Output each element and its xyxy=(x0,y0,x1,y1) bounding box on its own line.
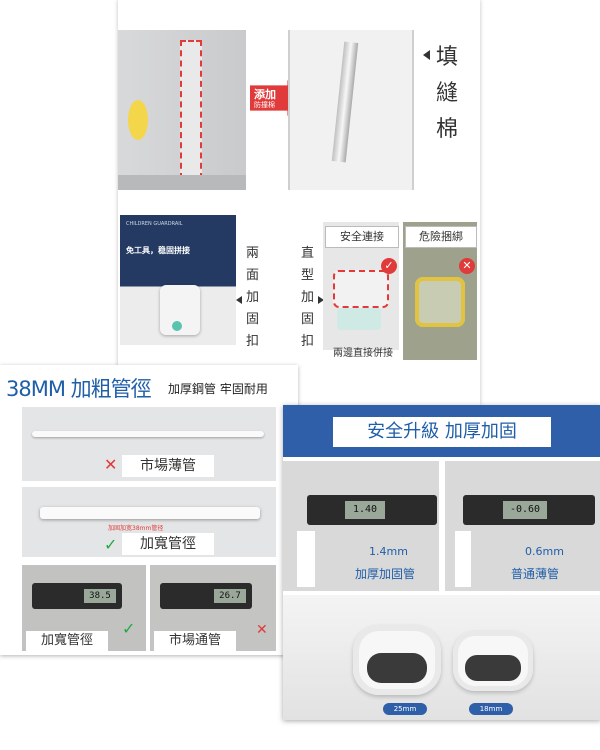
thin-tube-stub xyxy=(455,531,471,587)
gauge-right-reading: 26.7 xyxy=(214,589,246,603)
both-side-direct-label: 兩邊直接併接 xyxy=(333,348,393,359)
market-normal-label: 市場通管 xyxy=(154,631,236,651)
safe-connect-label: 安全連接 xyxy=(325,226,399,248)
thick-tube-stub xyxy=(297,531,315,587)
tied-poles xyxy=(415,277,465,327)
market-thin-label: 市場薄管 xyxy=(122,455,214,477)
heading-main: 38MM 加粗管徑 xyxy=(6,377,152,401)
caliper-right: 26.7 xyxy=(160,583,252,609)
thin-size-text: 0.6mm xyxy=(525,545,564,558)
cross-icon: ✕ xyxy=(104,455,118,474)
reinforce-note: 加固加宽38mm管径 xyxy=(108,525,164,532)
tube-narrow-hole xyxy=(465,655,521,681)
top-product-panel: 添加 防撞棉 填縫棉 CHILDREN GUARDRAIL 免工具，稳固拼接 兩… xyxy=(118,0,480,405)
fill-cotton-label: 填縫棉 xyxy=(436,45,459,142)
gauge-left-reading: 38.5 xyxy=(84,589,116,603)
tube-section-photo: 25mm 18mm xyxy=(283,595,600,720)
gauge-photo-left: 38.5 ✓ 加寬管徑 xyxy=(22,565,146,651)
cotton-strip xyxy=(331,41,359,163)
heading-sub: 加厚鋼管 牢固耐用 xyxy=(168,382,268,396)
thick-caption: 加厚加固管 xyxy=(355,567,416,581)
card-bolt xyxy=(172,321,182,331)
wide-pipe-row: 加固加宽38mm管径 ✓ 加寬管徑 xyxy=(22,487,276,557)
check-icon: ✓ xyxy=(104,535,118,554)
wide-pipe xyxy=(40,507,260,519)
widen-pipe-label: 加寬管徑 xyxy=(122,533,214,555)
header-band: 安全升級 加厚加固 xyxy=(283,405,600,457)
danger-tie-label: 危險捆綁 xyxy=(405,226,477,248)
gauge-photo-right: 26.7 ✕ 市場通管 xyxy=(150,565,276,651)
pole-highlight xyxy=(180,40,202,179)
arrow-right-icon xyxy=(318,296,324,304)
tube-wide xyxy=(353,625,441,695)
card-brand: CHILDREN GUARDRAIL xyxy=(126,221,183,227)
badge-main-text: 添加 xyxy=(254,88,276,101)
arrow-left-icon xyxy=(423,50,430,60)
direct-buckle-label: 直型加固扣 xyxy=(301,246,315,349)
check-icon: ✓ xyxy=(122,619,136,638)
caliper-thick: 1.40 xyxy=(307,495,437,525)
tube-left-size-pill: 25mm xyxy=(383,703,427,715)
both-sides-buckle-label: 兩面加固扣 xyxy=(246,246,260,349)
caliper-thin: -0.60 xyxy=(463,495,595,525)
thick-reading: 1.40 xyxy=(345,501,385,519)
cotton-strip-photo xyxy=(288,30,414,190)
header-title: 安全升級 加厚加固 xyxy=(333,417,551,447)
tube-wide-hole xyxy=(367,653,427,683)
fence-base xyxy=(118,175,246,190)
thin-reading: -0.60 xyxy=(503,501,547,519)
cross-icon: ✕ xyxy=(256,622,268,638)
thin-pipe-row: ✕ 市場薄管 xyxy=(22,407,276,481)
connector-bolt xyxy=(337,308,381,330)
badge-sub-text: 防撞棉 xyxy=(254,101,275,109)
tube-right-size-pill: 18mm xyxy=(469,703,513,715)
connector-dashed-box xyxy=(333,270,389,308)
arrow-left-icon xyxy=(236,296,242,304)
fence-photo xyxy=(118,30,246,190)
buckle-card: CHILDREN GUARDRAIL 免工具，稳固拼接 xyxy=(120,215,236,345)
check-icon: ✓ xyxy=(381,258,397,274)
yellow-ball xyxy=(128,100,148,140)
thin-pipe xyxy=(32,431,264,437)
thin-measure-photo: -0.60 0.6mm 普通薄管 xyxy=(445,461,600,591)
safe-connect-tile: 安全連接 ✓ xyxy=(323,222,399,350)
cross-icon: ✕ xyxy=(459,258,475,274)
safety-upgrade-panel: 安全升級 加厚加固 1.40 1.4mm 加厚加固管 -0.60 0.6mm 普… xyxy=(283,405,600,720)
pipe-diameter-panel: 38MM 加粗管徑 加厚鋼管 牢固耐用 ✕ 市場薄管 加固加宽38mm管径 ✓ … xyxy=(0,365,298,655)
thin-caption: 普通薄管 xyxy=(511,567,560,581)
thick-size-text: 1.4mm xyxy=(369,545,408,558)
thick-measure-photo: 1.40 1.4mm 加厚加固管 xyxy=(283,461,439,591)
widen-pipe-bottom-label: 加寬管徑 xyxy=(26,631,108,651)
danger-tie-tile: 危險捆綁 ✕ xyxy=(403,222,477,360)
caliper-left: 38.5 xyxy=(32,583,122,609)
card-title: 免工具，稳固拼接 xyxy=(126,246,190,255)
tube-narrow xyxy=(453,631,533,691)
